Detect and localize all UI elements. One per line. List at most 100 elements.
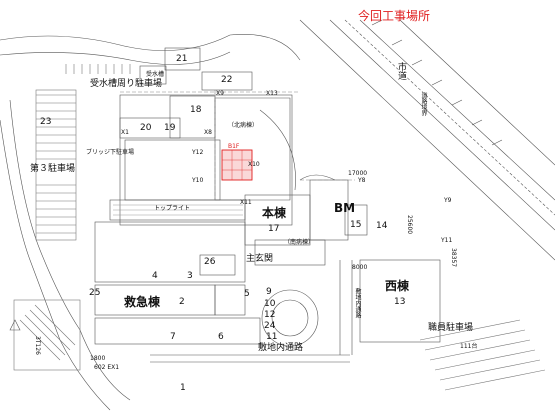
- label-city-road: 市道: [396, 62, 406, 80]
- label-main-entrance: 主玄関: [246, 254, 274, 264]
- area-6: 6: [218, 332, 224, 342]
- grid-x9: X9: [216, 90, 224, 97]
- dim-38357: 38357: [450, 248, 457, 268]
- label-internal-road: 敷地内通路: [258, 343, 304, 353]
- grid-x10: X10: [248, 161, 260, 168]
- area-4: 4: [152, 271, 158, 281]
- label-west-building: 西棟: [385, 279, 410, 293]
- area-7: 7: [170, 332, 176, 342]
- map-title: 今回工事場所: [358, 9, 431, 23]
- grid-y9: Y9: [444, 197, 452, 204]
- label-jusuiso: 受水槽: [146, 71, 165, 78]
- area-1: 1: [180, 383, 186, 393]
- area-17: 17: [268, 224, 280, 234]
- road-edge-line: [329, 19, 555, 231]
- area-12: 12: [264, 310, 276, 320]
- bridge-parking-outline: [124, 139, 221, 201]
- area-15: 15: [350, 220, 362, 230]
- area-25: 25: [89, 288, 101, 298]
- area-20: 20: [140, 123, 152, 133]
- grid-x13: X13: [266, 90, 278, 97]
- top-light-hatch: [113, 204, 243, 216]
- construction-grid: [222, 150, 252, 180]
- grid-x8: X8: [204, 129, 212, 136]
- dim-17000: 17000: [348, 170, 368, 177]
- main-block-outline: [119, 94, 293, 226]
- boundary-curve: [0, 34, 301, 61]
- north-ward-outline: [214, 97, 291, 201]
- road-hatch: [371, 19, 503, 146]
- label-bm: BM: [334, 201, 356, 215]
- road-boundary-line: [344, 19, 555, 216]
- label-main-building: 本棟: [262, 206, 287, 220]
- construction-label: B1F: [228, 143, 240, 150]
- bldg-7-6-outline: [94, 317, 261, 345]
- road-edge-line: [299, 19, 555, 261]
- road-edge-line: [399, 19, 555, 166]
- bldg-15-outline: [344, 204, 368, 236]
- area-22: 22: [221, 75, 233, 85]
- parking-stripes-top: [65, 64, 131, 74]
- grid-y12: Y12: [192, 149, 204, 156]
- north-arrow-icon: [9, 319, 21, 331]
- bldg-20-outline: [119, 117, 181, 139]
- construction-area: [221, 149, 253, 181]
- dim-1800: 1800: [90, 355, 106, 362]
- area-2: 2: [179, 297, 185, 307]
- label-internal-road-vertical: 敷地内通路: [354, 288, 361, 318]
- label-top-light: トップライト: [154, 205, 191, 212]
- area-10: 10: [264, 299, 276, 309]
- label-road-boundary: 道路境界: [420, 92, 427, 116]
- area-5: 5: [244, 289, 250, 299]
- bldg-5-outline: [214, 284, 246, 316]
- grid-111: 111台: [460, 343, 478, 350]
- dim-25600: 25600: [406, 215, 413, 235]
- bm-outline: [309, 179, 349, 241]
- label-bridge-parking: ブリッジ下駐車場: [86, 149, 135, 156]
- dim-8000: 8000: [352, 264, 368, 271]
- area-14: 14: [376, 221, 388, 231]
- main-bldg-17-outline: [244, 194, 311, 246]
- west-bldg-outline: [359, 259, 441, 343]
- label-north-ward: （北病棟）: [228, 122, 259, 129]
- stairs-bottom-left: [13, 299, 81, 371]
- road-edge-line: [359, 19, 555, 201]
- staff-parking-stripes: [419, 319, 546, 391]
- dim-3t126: 3T126: [34, 336, 41, 355]
- bldg-21-outline: [164, 47, 201, 71]
- north-ward-curve: [259, 109, 296, 191]
- plaza-inner-circle: [271, 299, 309, 337]
- plaza-circle: [261, 289, 319, 347]
- grid-x11: X11: [240, 199, 252, 206]
- area-13: 13: [394, 297, 406, 307]
- area-11: 11: [266, 332, 278, 342]
- label-jusuiso-parking: 受水槽周り駐車場: [90, 79, 163, 89]
- bldg-22-outline: [201, 71, 253, 91]
- bldg-26-outline: [199, 254, 236, 276]
- bldg-4-block-outline: [94, 221, 246, 283]
- area-24: 24: [264, 321, 276, 331]
- grid-x1: X1: [121, 129, 129, 136]
- area-9: 9: [266, 287, 272, 297]
- area-26: 26: [204, 257, 216, 267]
- label-south-ward: （南病棟）: [284, 239, 315, 246]
- dim-bottom: 602 EX1: [94, 364, 120, 371]
- label-staff-parking: 職員駐車場: [428, 323, 474, 333]
- grid-y10: Y10: [192, 177, 204, 184]
- bm-curve: [299, 174, 336, 181]
- south-ward-outline: [254, 239, 326, 266]
- label-emergency-building: 救急棟: [124, 295, 161, 309]
- area-19: 19: [164, 123, 176, 133]
- contour-line: [0, 119, 111, 411]
- area-23: 23: [40, 117, 52, 127]
- label-parking3: 第３駐車場: [30, 164, 76, 174]
- area-21: 21: [176, 54, 188, 64]
- contour-line: [0, 51, 231, 65]
- parking-stripes-3: [35, 89, 77, 241]
- water-tank-outline: [139, 65, 167, 85]
- grid-y8: Y8: [358, 177, 366, 184]
- area-3: 3: [187, 271, 193, 281]
- contour-line: [9, 99, 131, 401]
